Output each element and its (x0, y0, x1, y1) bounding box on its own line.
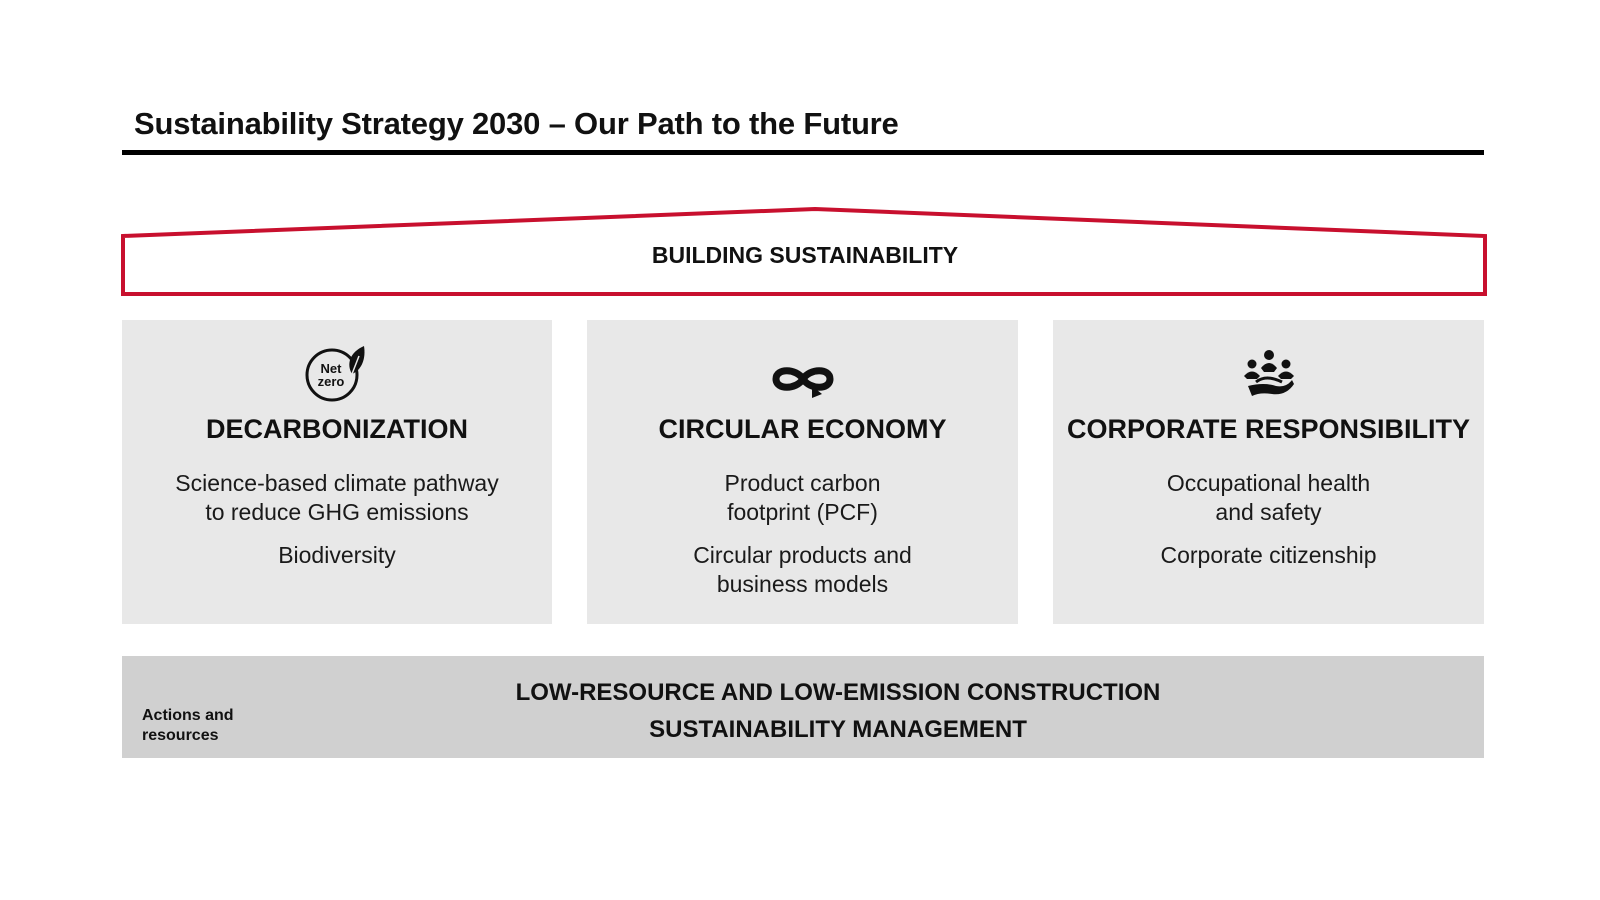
people-in-hand-icon (1234, 342, 1304, 402)
net-zero-text-net: Net (321, 361, 343, 376)
page-title: Sustainability Strategy 2030 – Our Path … (134, 106, 899, 141)
pillar-title: CIRCULAR ECONOMY (658, 414, 947, 444)
pillar-corporate-responsibility: CORPORATE RESPONSIBILITY Occupational he… (1053, 320, 1484, 624)
pillar-item: Occupational health and safety (1166, 470, 1371, 525)
roof-shape (121, 206, 1487, 296)
pillar-title: CORPORATE RESPONSIBILITY (1066, 414, 1471, 444)
circular-loop-icon (768, 342, 838, 402)
foundation-bar: Actions and resources LOW-RESOURCE AND L… (122, 656, 1484, 758)
title-divider (122, 150, 1484, 155)
foundation-line: SUSTAINABILITY MANAGEMENT (649, 716, 1027, 743)
foundation-line: LOW-RESOURCE AND LOW-EMISSION CONSTRUCTI… (515, 679, 1161, 706)
pillar-item: Circular products and business models (693, 542, 912, 597)
roof-label: BUILDING SUSTAINABILITY (651, 242, 959, 268)
net-zero-text-zero: zero (318, 374, 345, 389)
pillar-item: Biodiversity (278, 542, 396, 568)
foundation-label: Actions and resources (142, 707, 234, 744)
pillar-item: Science-based climate pathway to reduce … (175, 470, 499, 525)
pillar-circular-economy: CIRCULAR ECONOMY Product carbon footprin… (587, 320, 1018, 624)
net-zero-leaf-icon: Net zero (302, 342, 372, 402)
pillar-item: Corporate citizenship (1160, 542, 1377, 568)
pillar-title: DECARBONIZATION (206, 414, 468, 444)
pillar-item: Product carbon footprint (PCF) (724, 470, 881, 525)
pillar-decarbonization: Net zero DECARBONIZATION Science-based c… (122, 320, 552, 624)
